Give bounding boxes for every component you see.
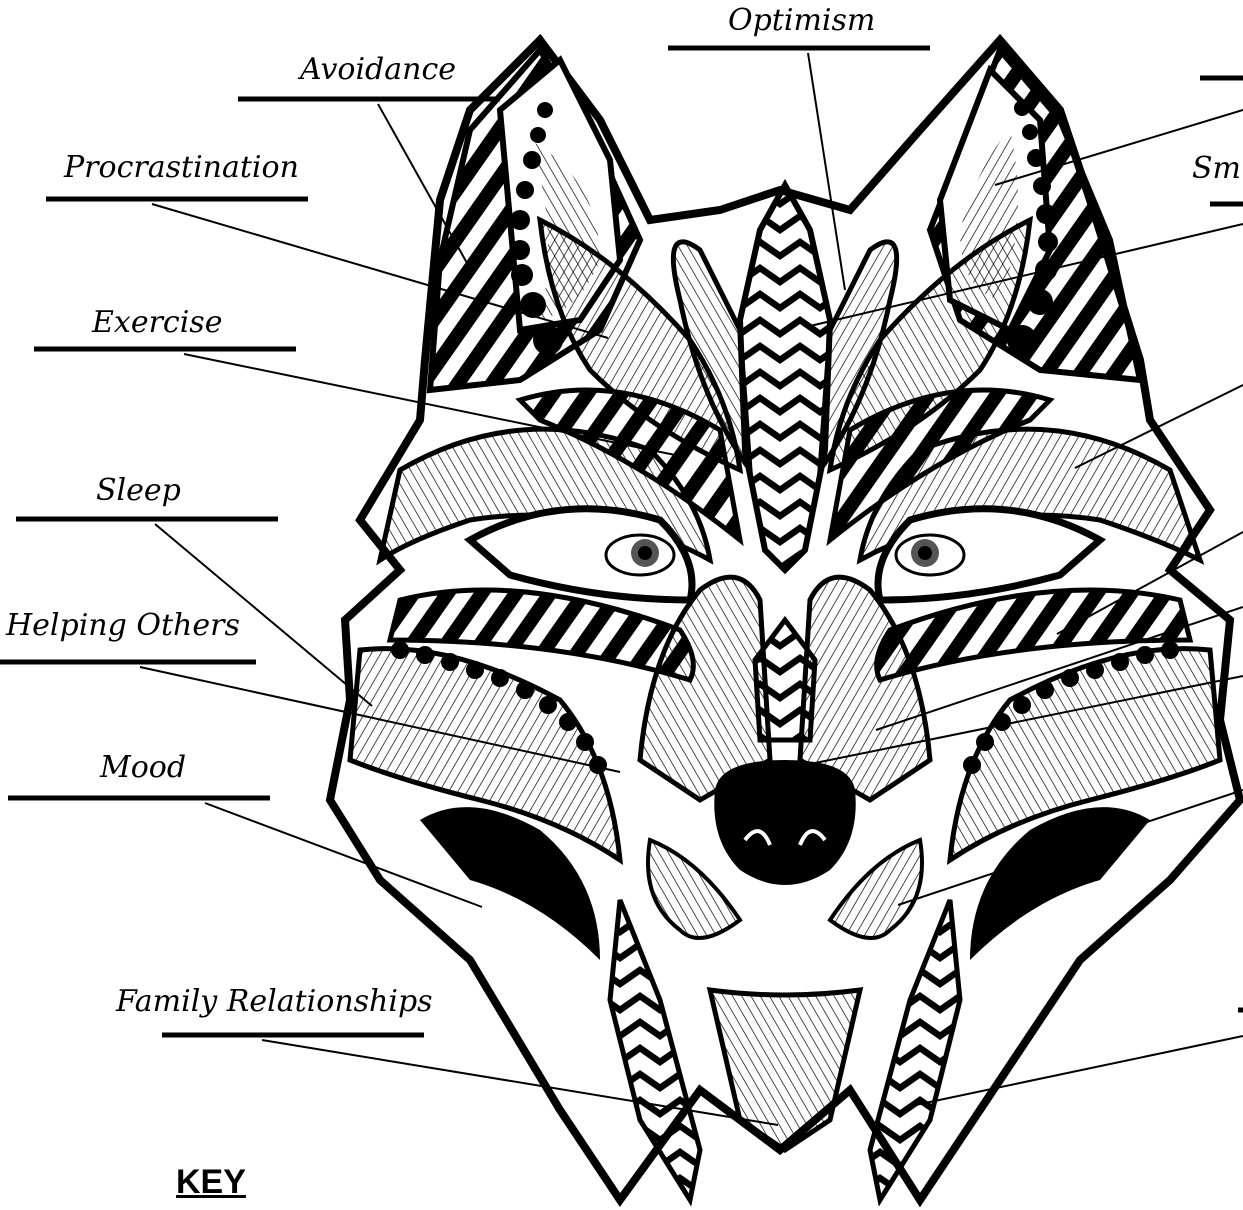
wolf-head bbox=[330, 40, 1240, 1200]
label-mood: Mood bbox=[100, 753, 186, 783]
label-sleep: Sleep bbox=[96, 476, 181, 506]
key-heading: KEY bbox=[176, 1163, 246, 1202]
label-helping-others: Helping Others bbox=[6, 611, 240, 641]
label-optimism: Optimism bbox=[728, 6, 875, 36]
label-procrastination: Procrastination bbox=[64, 153, 299, 183]
label-avoidance: Avoidance bbox=[300, 55, 456, 85]
label-family-relationships: Family Relationships bbox=[116, 987, 433, 1017]
label-sm-partial: Sm bbox=[1192, 154, 1241, 184]
label-exercise: Exercise bbox=[92, 308, 222, 338]
